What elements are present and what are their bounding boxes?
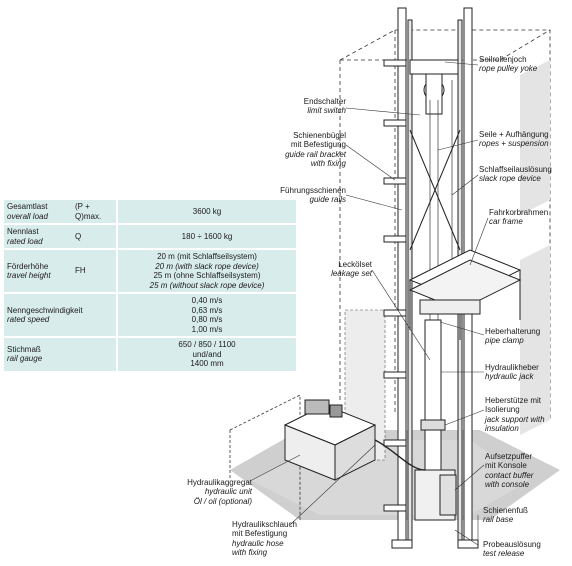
- spec-value: 0,40 m/s: [191, 296, 223, 305]
- rail-brackets: [383, 59, 407, 512]
- callout-rail-base: Schienenfuß rail base: [483, 506, 528, 525]
- spec-value: 0,63 m/s: [191, 305, 223, 315]
- callout-car-frame: Fahrkorbrahmen car frame: [489, 208, 549, 227]
- spec-value: 0,80 m/s: [191, 315, 223, 324]
- spec-label-de: Förderhöhe: [7, 261, 49, 271]
- spec-row-travel-height: Förderhöhe travel height FH 20 m (mit Sc…: [4, 250, 296, 292]
- spec-label-en: overall load: [7, 211, 48, 221]
- callout-hydraulic-unit: Hydraulikaggregat hydraulic unit Öl / oi…: [187, 478, 252, 506]
- spec-label-de: Stichmaß: [7, 344, 41, 354]
- spec-label-de: Nennlast: [7, 227, 39, 236]
- callout-leakage-set: Leckölset leakage set: [331, 260, 372, 279]
- hydraulic-jack: [414, 319, 457, 521]
- spec-symbol: Q: [72, 225, 116, 248]
- spec-value: 20 m (mit Schlaffseilsystem): [157, 252, 257, 261]
- spec-symbol: (P + Q)max.: [72, 200, 116, 223]
- spec-label-en: rail gauge: [7, 354, 43, 364]
- callout-slack-rope-device: Schlaffseilauslösung slack rope device: [479, 165, 552, 184]
- callout-rope-pulley-yoke: Seilrollenjoch rope pulley yoke: [479, 55, 538, 74]
- spec-value: 25 m (ohne Schlaffseilsystem): [153, 271, 261, 280]
- callout-jack-support: Heberstütze mit Isolierung jack support …: [485, 396, 545, 433]
- spec-table: Gesamtlast overall load (P + Q)max. 3600…: [4, 198, 296, 373]
- spec-value: 650 / 850 / 1100: [178, 340, 236, 349]
- spec-value: 20 m (with slack rope device): [155, 261, 259, 271]
- callout-guide-rails: Führungsschienen guide rails: [280, 186, 346, 205]
- callout-pipe-clamp: Heberhalterung pipe clamp: [485, 327, 541, 346]
- callout-test-release: Probeauslösung test release: [483, 540, 541, 559]
- spec-value: 25 m (without slack rope device): [149, 280, 265, 290]
- spec-label-de: Nenngeschwindigkeit: [7, 305, 83, 315]
- car-frame: [408, 249, 522, 340]
- machine-room: [229, 394, 301, 520]
- spec-row-overall-load: Gesamtlast overall load (P + Q)max. 3600…: [4, 200, 296, 223]
- callout-limit-switch: Endschalter limit switch: [303, 97, 346, 116]
- rope-pulley-yoke: [409, 59, 459, 115]
- rail-base: [391, 539, 479, 549]
- spec-label-en: rated load: [7, 236, 43, 246]
- callout-hydraulic-jack: Hydraulikheber hydraulic jack: [485, 363, 539, 382]
- callout-ropes-suspension: Seile + Aufhängung ropes + suspension: [479, 130, 549, 149]
- spec-label-de: Gesamtlast: [7, 202, 48, 211]
- spec-value: 180 ÷ 1600 kg: [181, 231, 233, 241]
- callout-guide-rail-bracket: Schienenbügel mit Befestigung guide rail…: [285, 131, 346, 168]
- spec-value: und/and: [192, 349, 222, 359]
- shaft-wall: [520, 60, 550, 215]
- hydraulic-unit: [283, 399, 377, 481]
- hydraulic-hose: [374, 439, 426, 471]
- spec-symbol: FH: [72, 250, 116, 292]
- cross-bracing: [409, 129, 461, 251]
- spec-label-en: travel height: [7, 271, 51, 280]
- callout-contact-buffer: Aufsetzpuffer mit Konsole contact buffer…: [485, 452, 534, 489]
- spec-value: 3600 kg: [192, 206, 222, 216]
- spec-label-en: rated speed: [7, 315, 50, 324]
- spec-row-rated-load: Nennlast rated load Q 180 ÷ 1600 kg: [4, 225, 296, 248]
- leader-lines: [251, 61, 489, 546]
- spec-value: 1400 mm: [190, 359, 224, 368]
- spec-row-rail-gauge: Stichmaß rail gauge 650 / 850 / 1100 und…: [4, 338, 296, 371]
- spec-row-rated-speed: Nenngeschwindigkeit rated speed 0,40 m/s…: [4, 294, 296, 336]
- callout-hydraulic-hose: Hydraulikschlauch mit Befestigung hydrau…: [232, 520, 297, 557]
- spec-value: 1,00 m/s: [191, 324, 223, 334]
- shaft-wall-lower: [520, 245, 550, 435]
